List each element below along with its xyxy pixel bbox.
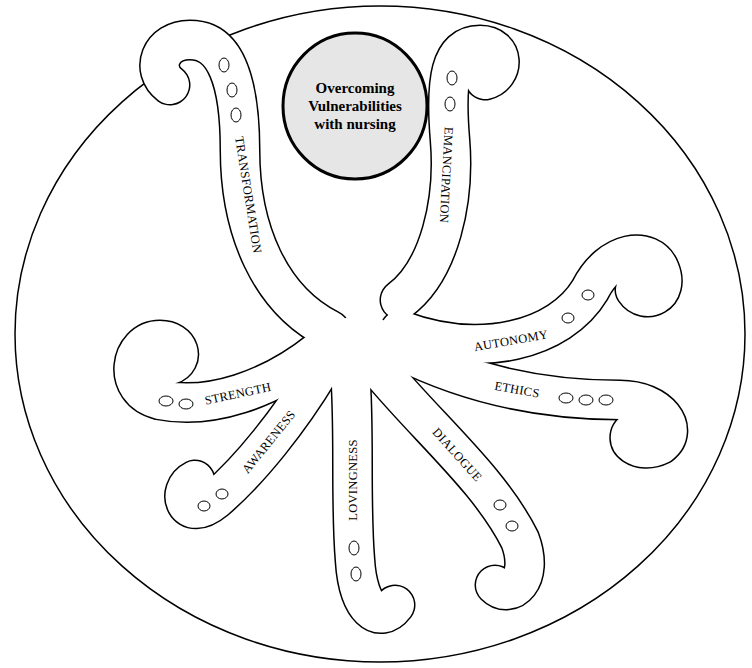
sucker xyxy=(349,541,359,555)
sucker xyxy=(179,399,193,409)
tentacle-label: LOVINGNESS xyxy=(347,439,360,520)
sucker xyxy=(219,58,229,72)
outer-ellipse xyxy=(15,6,745,662)
circle-shape xyxy=(283,33,427,179)
sucker xyxy=(216,489,228,499)
sucker xyxy=(582,290,594,300)
sucker xyxy=(579,395,593,405)
sucker xyxy=(445,97,455,111)
sucker xyxy=(599,395,613,405)
sucker xyxy=(159,396,173,406)
sucker xyxy=(351,567,361,581)
sucker xyxy=(562,313,574,323)
sucker xyxy=(494,500,506,510)
sucker xyxy=(198,501,210,511)
sucker xyxy=(506,521,518,531)
tentacle-fill xyxy=(380,370,525,590)
sucker xyxy=(231,108,241,122)
sucker xyxy=(559,393,573,403)
central-circle: Overcoming Vulnerabilities with nursing xyxy=(281,31,429,181)
sucker xyxy=(447,71,457,85)
octopus-body xyxy=(324,315,400,375)
circle-text: Overcoming Vulnerabilities with nursing xyxy=(299,79,411,133)
sucker xyxy=(227,83,237,97)
